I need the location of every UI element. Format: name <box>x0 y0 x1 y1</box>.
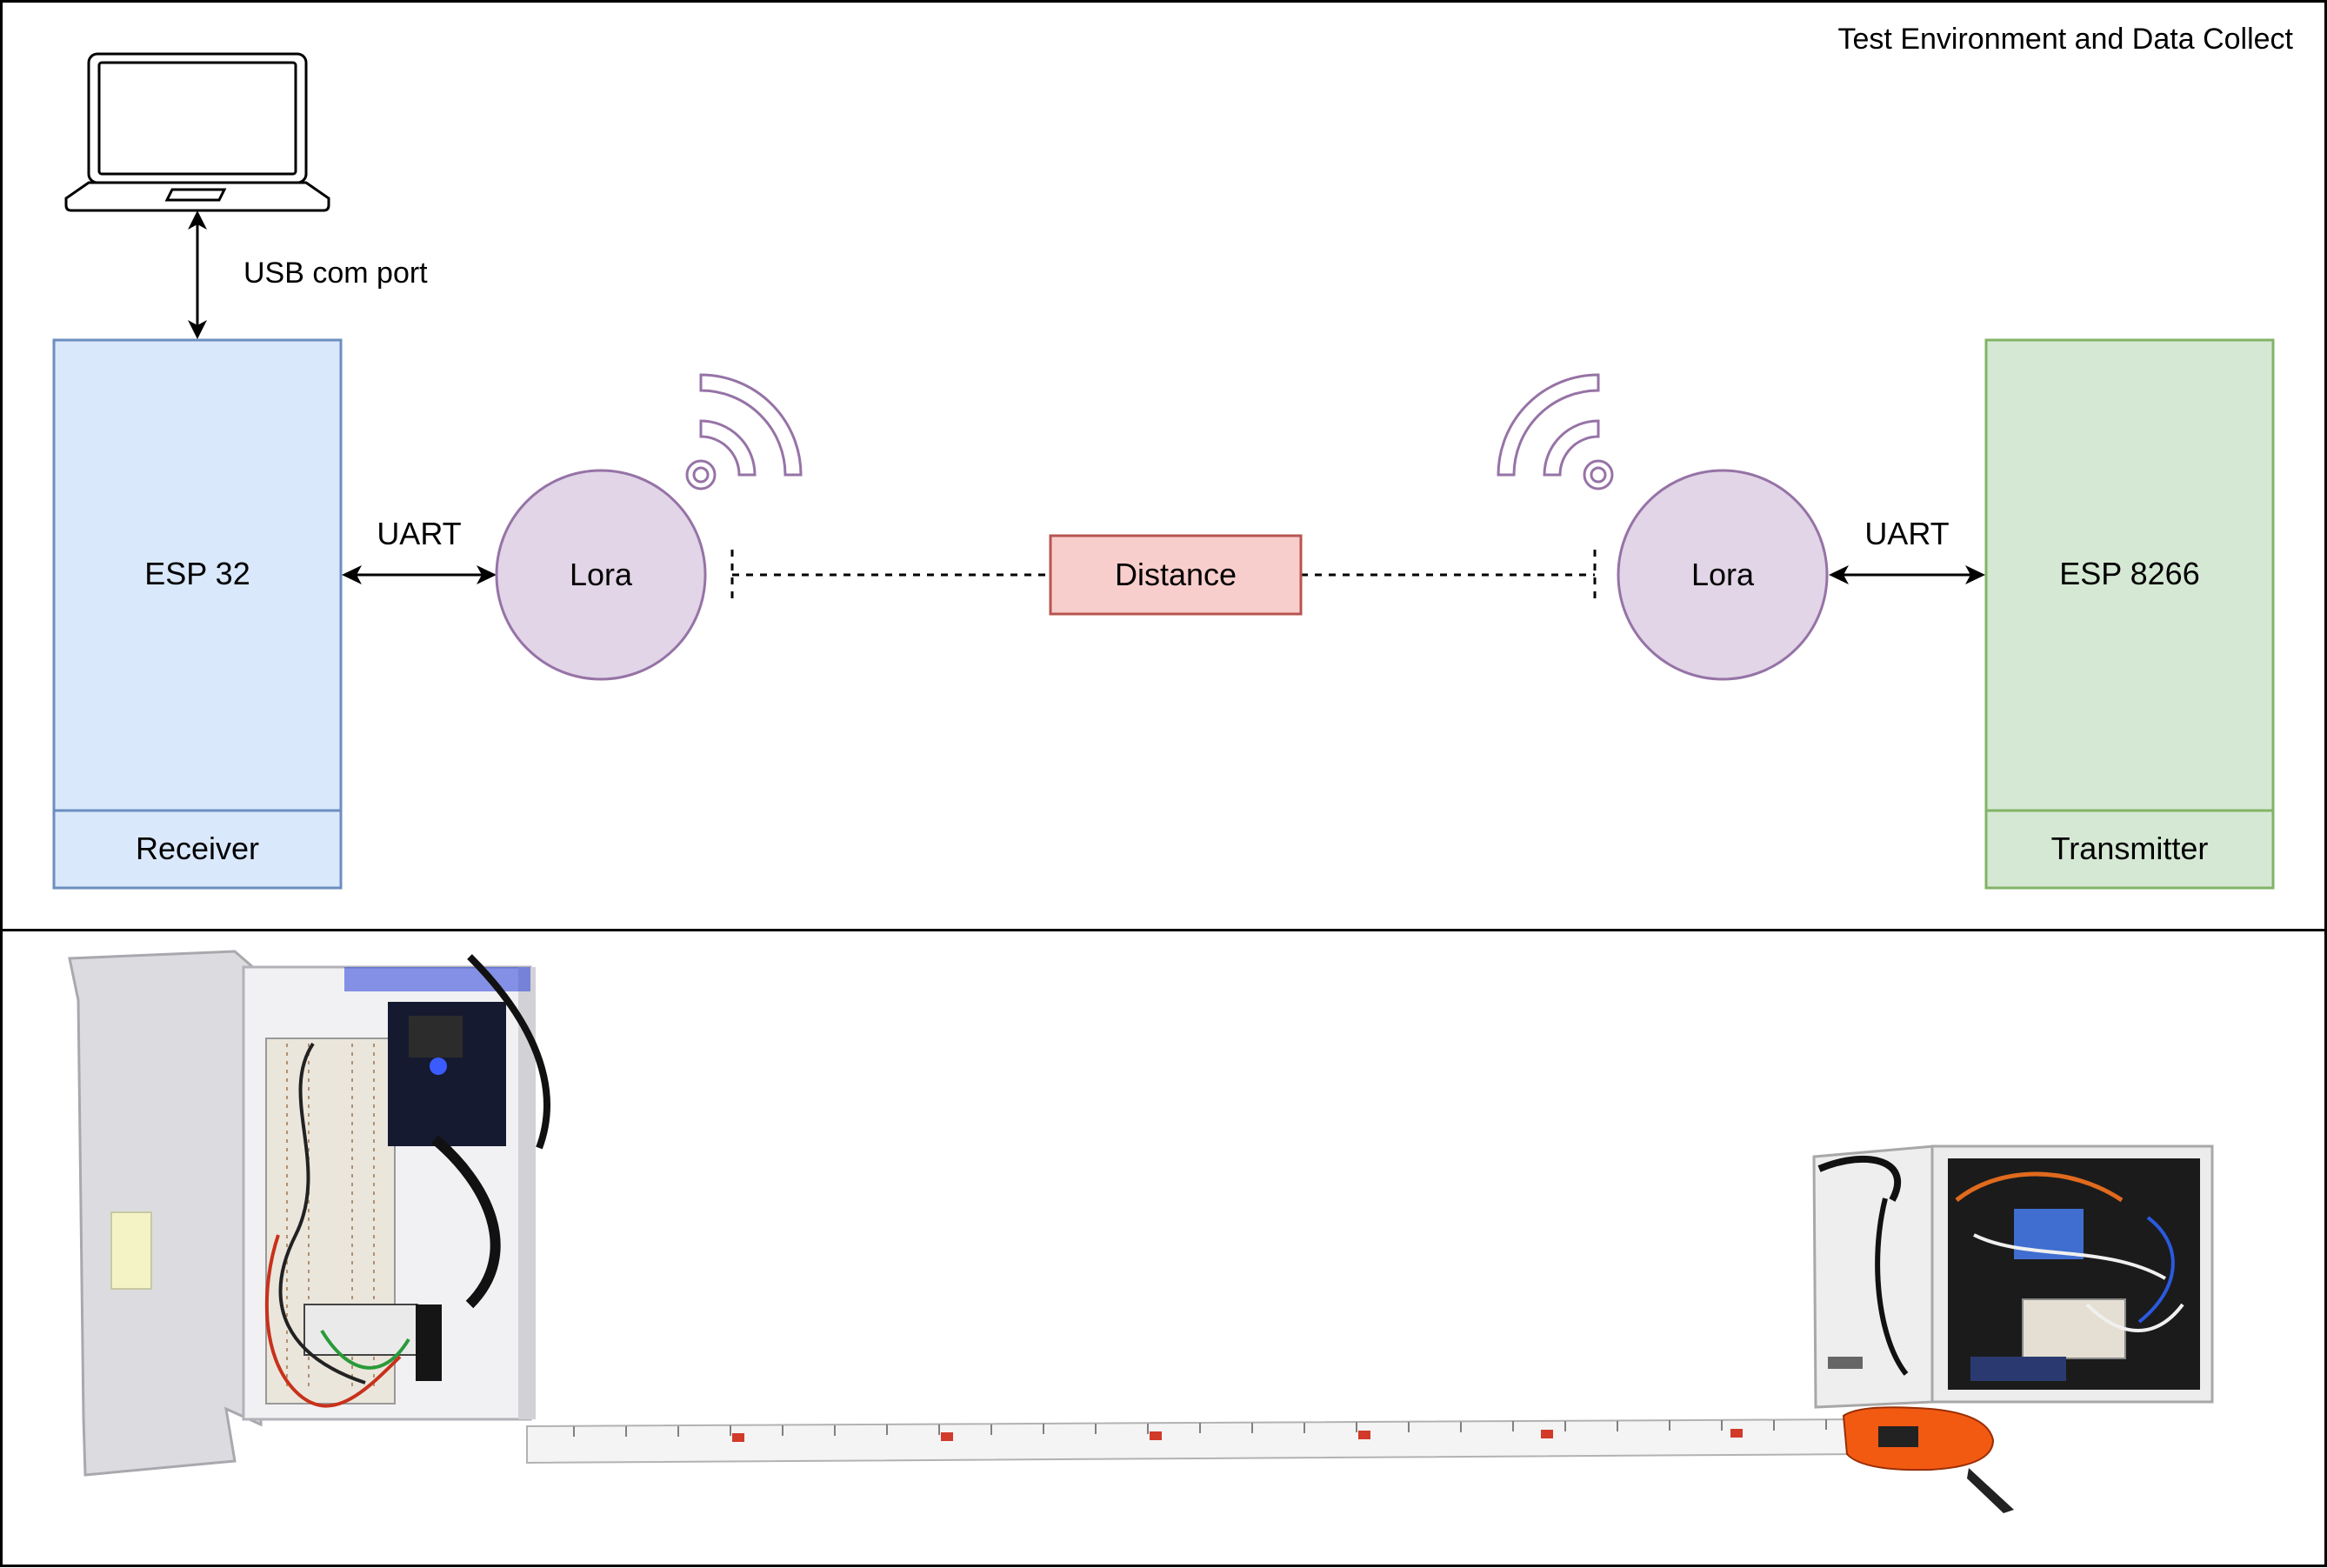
distance-label: Distance <box>1115 557 1237 592</box>
receiver-label: Receiver <box>136 831 259 866</box>
lora-left-label: Lora <box>570 557 633 592</box>
diagram-title: Test Environment and Data Collect <box>1838 23 2294 56</box>
esp8266-label: ESP 8266 <box>2059 556 2199 591</box>
distance-box <box>1049 534 1303 616</box>
lora-right-node <box>1617 469 1829 681</box>
lora-right-label: Lora <box>1691 557 1755 592</box>
uart-left-arrow <box>342 565 497 584</box>
transmitter-box-photo <box>1812 1144 2214 1409</box>
uart-right-label: UART <box>1864 516 1949 551</box>
receiver-block <box>52 338 343 890</box>
receiver-box-photo <box>68 950 550 1477</box>
transmitter-block <box>1984 338 2275 890</box>
esp32-label: ESP 32 <box>144 556 250 591</box>
uart-left-label: UART <box>377 516 461 551</box>
wifi-signal-icon <box>685 373 803 490</box>
laptop-icon <box>64 52 330 212</box>
uart-right-arrow <box>1829 565 1985 584</box>
measuring-tape-photo <box>526 1406 2014 1513</box>
transmitter-label: Transmitter <box>2051 831 2209 866</box>
usb-com-port-label: USB com port <box>243 257 428 290</box>
distance-dimension-line <box>730 550 1597 602</box>
wifi-signal-icon <box>1497 373 1614 490</box>
usb-connection-arrow <box>188 210 207 339</box>
diagram-panel <box>0 0 2327 931</box>
lora-left-node <box>495 469 707 681</box>
